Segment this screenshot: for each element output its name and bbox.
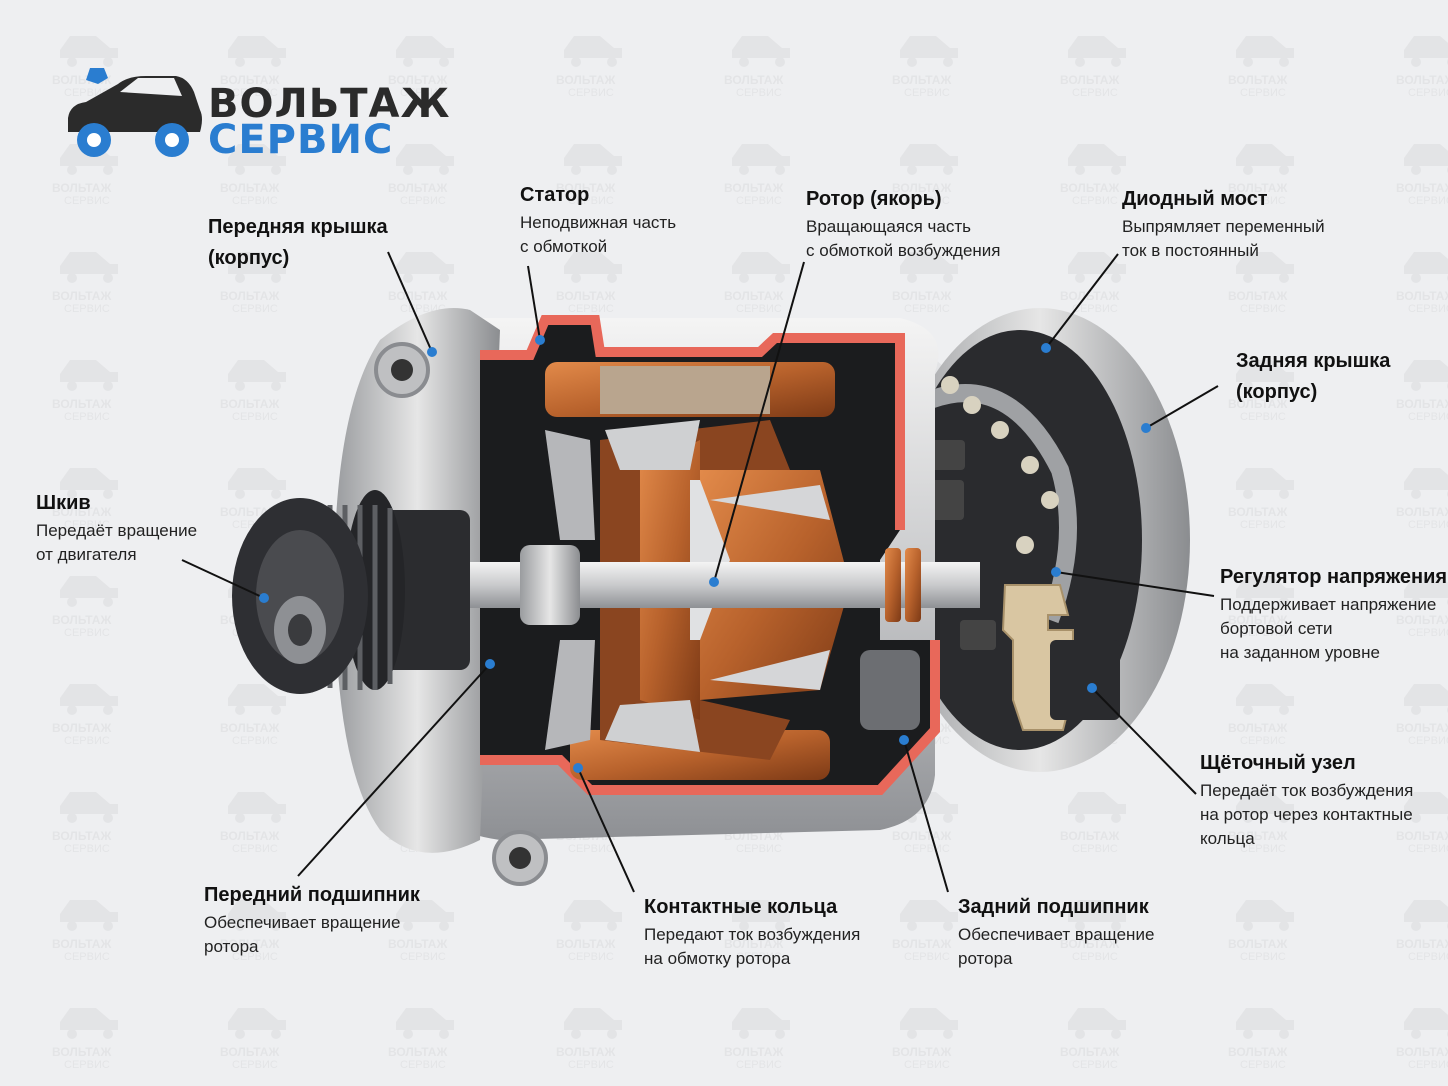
label-desc: ротора [958, 949, 1013, 968]
label-slip-rings: Контактные кольца Передают ток возбужден… [644, 892, 860, 971]
label-front-cover: Передняя крышка (корпус) [208, 212, 388, 274]
label-title: Контактные кольца [644, 896, 838, 918]
label-desc: Обеспечивает вращение [204, 913, 401, 932]
label-title: Передний подшипник [204, 884, 420, 906]
label-desc: ток в постоянный [1122, 241, 1259, 260]
front-bearing [520, 545, 580, 625]
label-title: Диодный мост [1122, 188, 1268, 210]
cutaway-edge [480, 315, 940, 795]
label-title: Щёточный узел [1200, 752, 1356, 774]
label-title: Задняя крышка [1236, 350, 1391, 372]
brand-name-top: ВОЛЬТАЖ [208, 81, 451, 127]
label-desc: Передаёт ток возбуждения [1200, 781, 1414, 800]
label-title: Ротор (якорь) [806, 188, 942, 210]
label-rear-bearing: Задний подшипник Обеспечивает вращение р… [958, 892, 1154, 971]
label-pulley: Шкив Передаёт вращение от двигателя [36, 488, 197, 567]
label-title: Статор [520, 184, 590, 206]
label-desc: с обмоткой [520, 237, 608, 256]
label-desc: Выпрямляет переменный [1122, 217, 1325, 236]
leader-dots [259, 335, 1151, 773]
leader-lines [181, 251, 1219, 893]
label-desc: на ротор через контактные [1200, 805, 1413, 824]
label-stator: Статор Неподвижная часть с обмоткой [520, 180, 676, 259]
label-title: Шкив [36, 492, 91, 514]
label-desc: от двигателя [36, 545, 137, 564]
label-desc: Неподвижная часть [520, 213, 677, 232]
label-desc: ротора [204, 937, 259, 956]
label-title: Задний подшипник [958, 896, 1149, 918]
label-title: Передняя крышка [208, 216, 388, 238]
rear-bearing [860, 650, 920, 730]
label-desc: на заданном уровне [1220, 643, 1380, 662]
label-desc: бортовой сети [1220, 619, 1333, 638]
label-desc: Передают ток возбуждения [644, 925, 861, 944]
label-desc: Поддерживает напряжение [1220, 595, 1437, 614]
label-desc: Передаёт вращение [36, 521, 198, 540]
label-desc: Обеспечивает вращение [958, 925, 1155, 944]
label-voltage-regulator: Регулятор напряжения Поддерживает напряж… [1220, 562, 1447, 665]
slip-rings [885, 548, 921, 622]
brand-name-bottom: СЕРВИС [208, 117, 394, 163]
label-desc: кольца [1200, 829, 1255, 848]
label-rotor: Ротор (якорь) Вращающаяся часть с обмотк… [806, 184, 1001, 263]
label-title: Регулятор напряжения [1220, 566, 1448, 588]
diode-bridge [925, 376, 1077, 650]
label-desc: Вращающаяся часть [806, 217, 971, 236]
label-rear-cover: Задняя крышка (корпус) [1236, 346, 1390, 408]
label-front-bearing: Передний подшипник Обеспечивает вращение… [204, 880, 420, 959]
brand-logo-icon [68, 68, 202, 157]
label-brush-assembly: Щёточный узел Передаёт ток возбуждения н… [1200, 748, 1413, 851]
label-title-line2: (корпус) [1236, 381, 1318, 403]
label-title-line2: (корпус) [208, 247, 290, 269]
label-desc: с обмоткой возбуждения [806, 241, 1001, 260]
label-desc: на обмотку ротора [644, 949, 791, 968]
label-diode-bridge: Диодный мост Выпрямляет переменный ток в… [1122, 184, 1325, 263]
pulley [232, 490, 470, 694]
